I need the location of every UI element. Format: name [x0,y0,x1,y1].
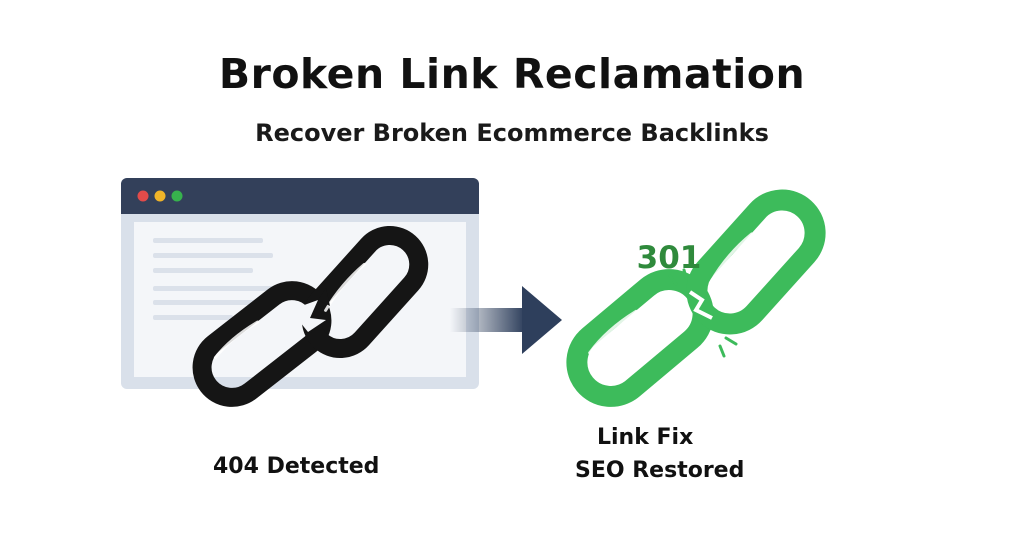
link-fix-caption: Link Fix [597,425,694,450]
page-title: Broken Link Reclamation [218,50,806,98]
broken-chain-icon [192,226,429,407]
redirect-code-label: 301 [637,240,702,276]
arrow-icon [450,286,562,354]
window-minimize-dot [154,190,166,202]
detected-caption: 404 Detected [213,454,380,479]
window-close-dot [137,190,149,202]
spark-lines [668,268,738,358]
placeholder-text-lines [153,238,293,320]
seo-restored-caption: SEO Restored [575,458,745,483]
page-subtitle: Recover Broken Ecommerce Backlinks [255,119,769,147]
window-maximize-dot [171,190,183,202]
green-chain-icon [566,189,826,407]
